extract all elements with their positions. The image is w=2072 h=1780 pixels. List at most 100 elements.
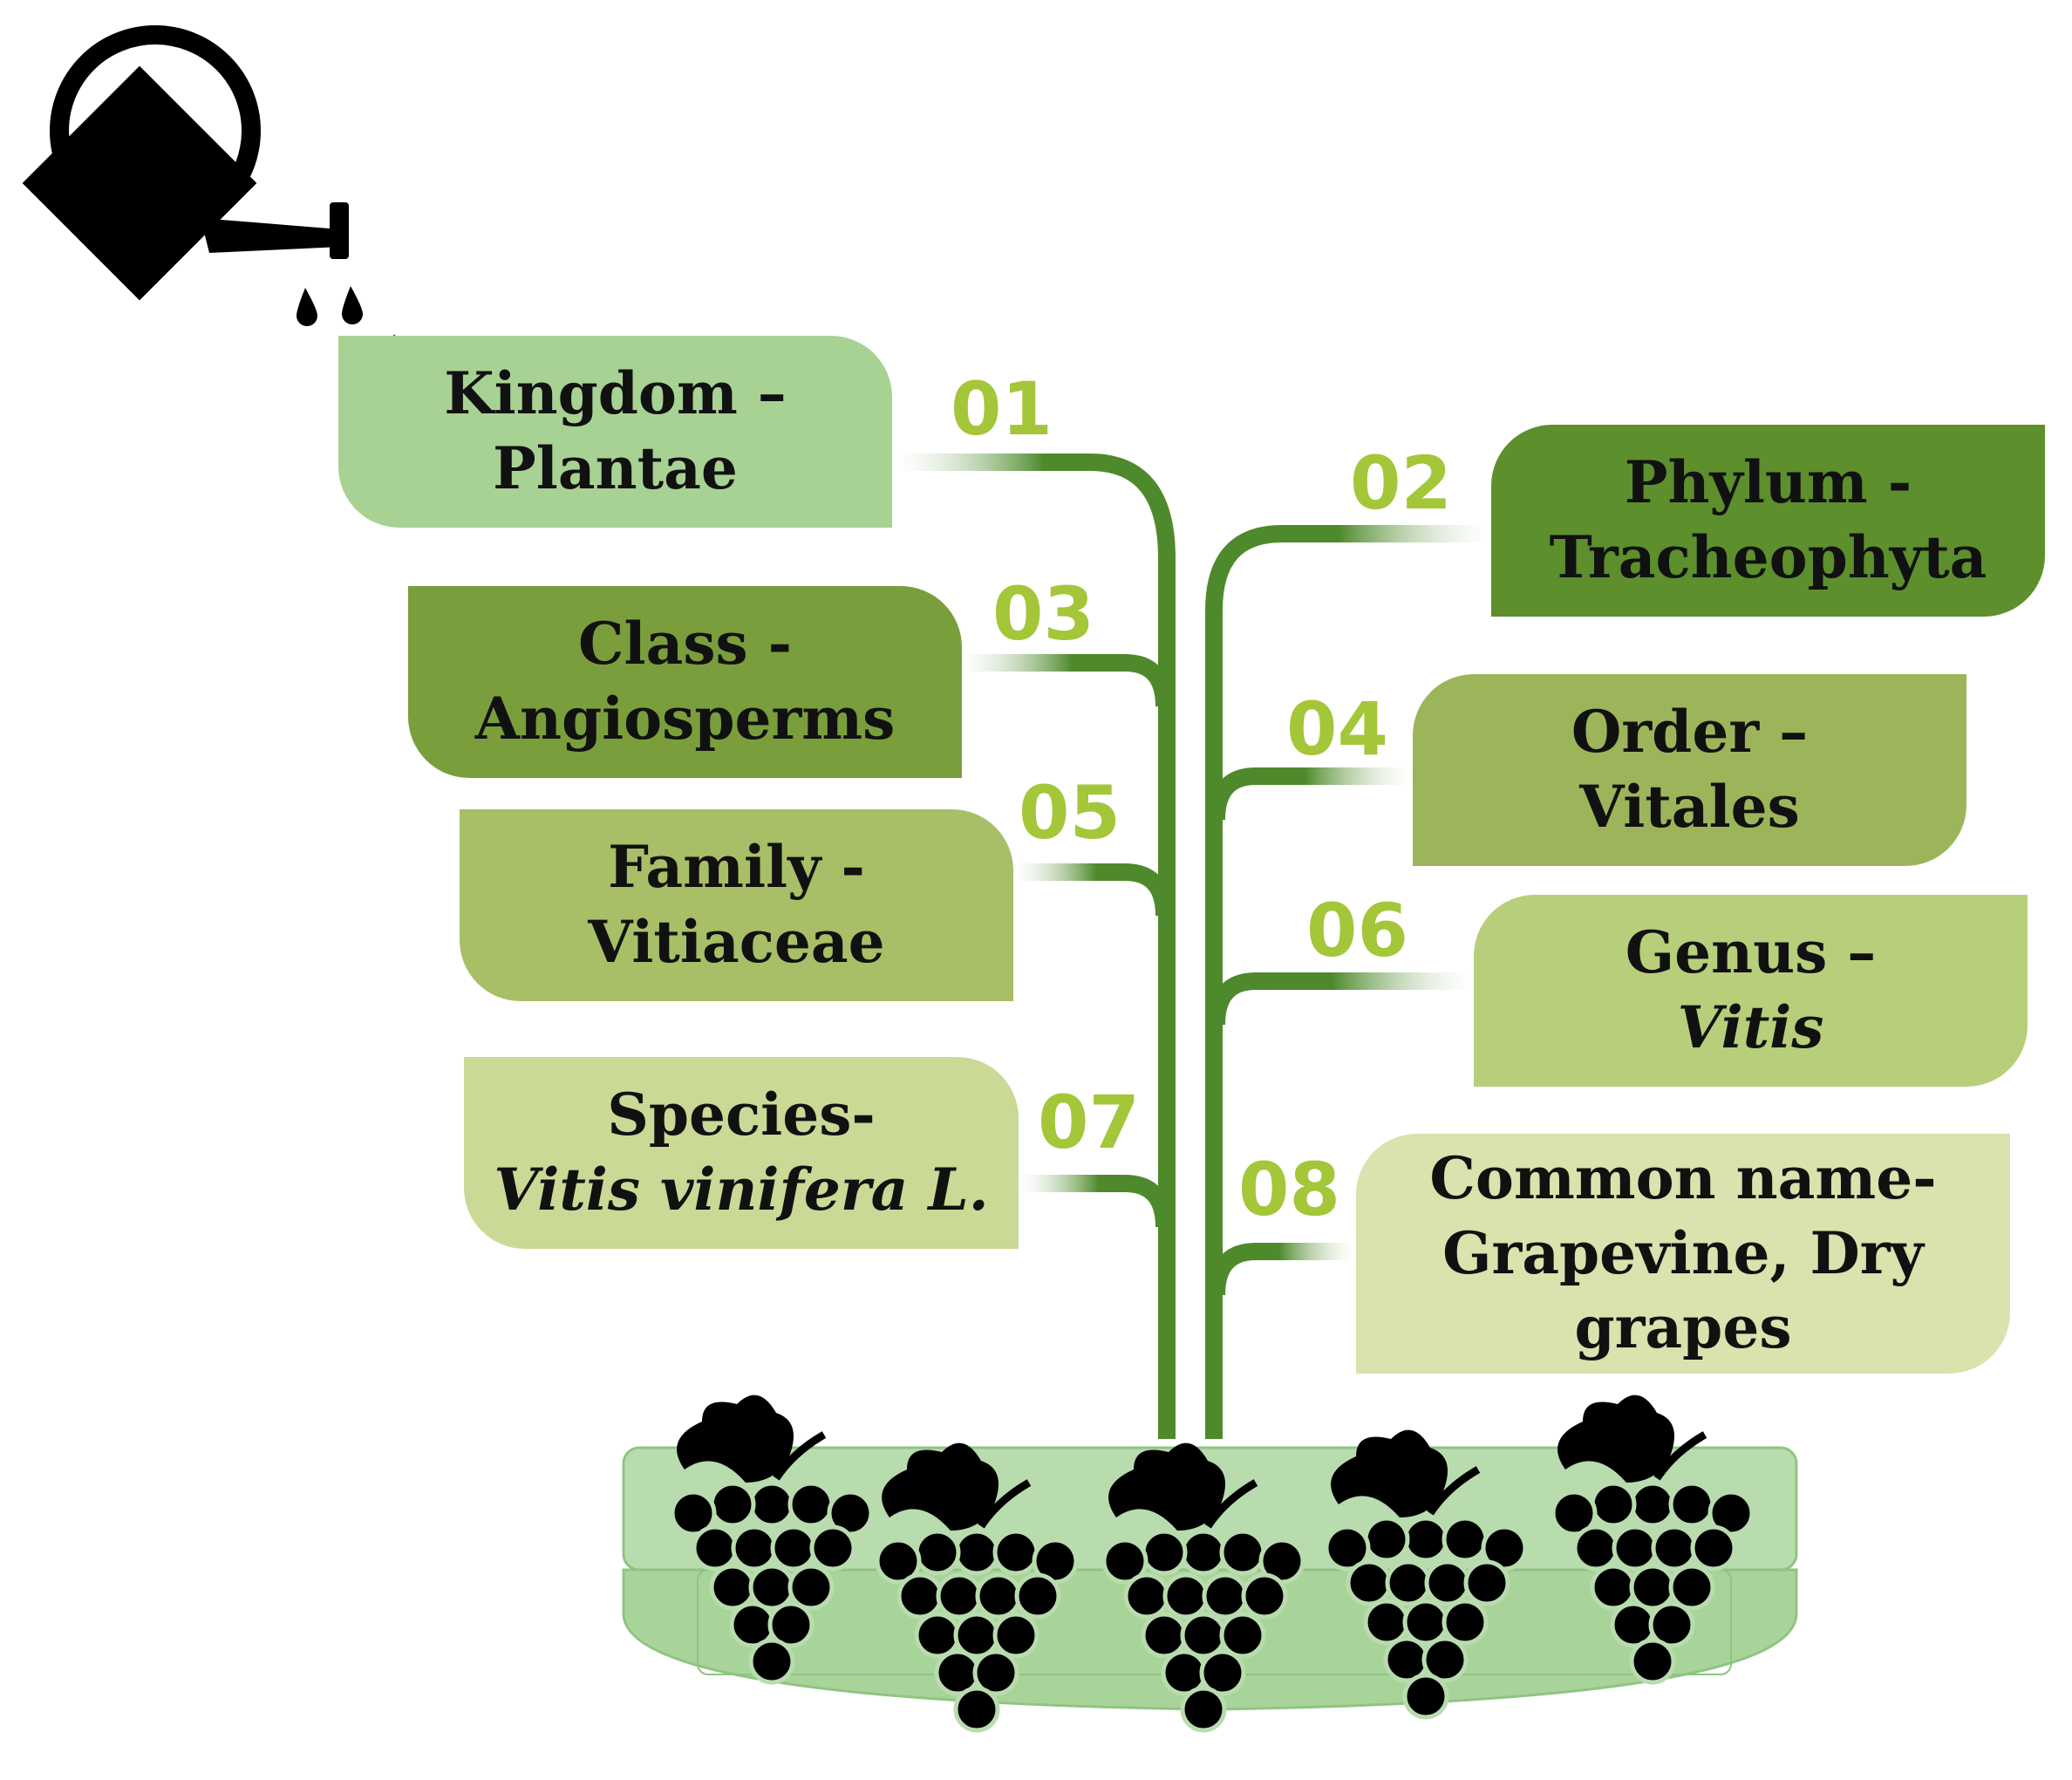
step-number-05: 05 [1019, 770, 1121, 856]
grape-berry-icon [1241, 1572, 1288, 1620]
grape-berry-icon [896, 1572, 944, 1620]
grape-berry-icon [1424, 1559, 1471, 1606]
grape-berry-icon [992, 1529, 1039, 1576]
grape-berry-icon [1101, 1538, 1148, 1585]
grape-berry-icon [1402, 1673, 1449, 1720]
box-kingdom-line1: Kingdom – [444, 359, 787, 428]
box-phylum: Phylum - Tracheophyta [1491, 425, 2045, 617]
grape-berry-icon [953, 1612, 1000, 1659]
box-species-line2: Vitis vinifera L. [494, 1156, 989, 1224]
grape-berry-icon [953, 1529, 1000, 1576]
grape-leaf-icon [677, 1395, 794, 1483]
grape-berry-icon [1648, 1601, 1695, 1648]
grape-berry-icon [1668, 1481, 1715, 1528]
grapes-icon [1101, 1442, 1305, 1733]
box-kingdom: Kingdom – Plantae [338, 336, 892, 528]
grape-berry-icon [914, 1612, 961, 1659]
box-genus: Genus – Vitis [1474, 895, 2028, 1087]
grape-berry-icon [1442, 1516, 1489, 1563]
grape-berry-icon [1162, 1572, 1210, 1620]
grape-berry-icon [875, 1538, 922, 1585]
box-common-name-line2: Grapevine, Dry [1442, 1218, 1924, 1287]
grape-berry-icon [975, 1572, 1022, 1620]
grape-berry-icon [1551, 1490, 1598, 1537]
grape-berry-icon [1629, 1564, 1676, 1611]
grape-berry-icon [914, 1529, 961, 1576]
step-number-01: 01 [951, 366, 1053, 452]
grape-berry-icon [1219, 1612, 1266, 1659]
box-class-line1: Class - [577, 610, 793, 679]
grape-berry-icon [709, 1481, 756, 1528]
grape-stem-icon [978, 1479, 1032, 1529]
grape-berry-icon [1141, 1612, 1188, 1659]
grape-stem-icon [1204, 1479, 1258, 1529]
grape-berry-icon [1180, 1612, 1227, 1659]
box-common-name-line3: grapes [1574, 1293, 1792, 1362]
box-order-line1: Order – [1571, 698, 1809, 767]
grape-berry-icon [748, 1638, 795, 1685]
grape-berry-icon [1402, 1599, 1449, 1646]
grape-berry-icon [1629, 1481, 1676, 1528]
box-order: Order – Vitales [1413, 674, 1966, 866]
grape-leaf-icon [1331, 1429, 1448, 1517]
step-number-03: 03 [992, 571, 1094, 657]
grapes-icon [1324, 1429, 1528, 1720]
step-number-08: 08 [1238, 1147, 1340, 1232]
stems [894, 454, 1491, 1439]
grape-berry-icon [1668, 1564, 1715, 1611]
grape-berry-icon [1346, 1559, 1393, 1606]
box-phylum-line2: Tracheophyta [1549, 523, 1987, 591]
grapes-row [670, 1395, 1755, 1733]
grape-berry-icon [787, 1564, 835, 1611]
step-number-07: 07 [1038, 1080, 1140, 1165]
grape-stem-icon [1653, 1431, 1707, 1481]
grapes-icon [875, 1442, 1079, 1733]
grape-berry-icon [1202, 1572, 1249, 1620]
grape-berry-icon [1219, 1529, 1266, 1576]
grape-berry-icon [770, 1524, 817, 1572]
box-common-name-line1: Common name- [1429, 1143, 1937, 1212]
grape-berry-icon [1180, 1529, 1227, 1576]
grape-berry-icon [1463, 1559, 1510, 1606]
box-class-line2: Angiosperms [474, 685, 896, 753]
grape-stem-icon [1427, 1466, 1481, 1516]
grape-berry-icon [1180, 1686, 1227, 1733]
grape-berry-icon [767, 1601, 814, 1648]
grape-berry-icon [692, 1524, 739, 1572]
box-genus-line1: Genus – [1625, 918, 1877, 987]
box-species-line1: Species- [607, 1081, 876, 1149]
grape-berry-icon [748, 1564, 795, 1611]
grape-berry-icon [1590, 1564, 1637, 1611]
grape-berry-icon [1612, 1524, 1659, 1572]
grape-stem-icon [773, 1431, 827, 1481]
grape-berry-icon [972, 1649, 1019, 1696]
water-drop-icon [296, 288, 317, 326]
box-kingdom-line2: Plantae [493, 434, 738, 502]
grape-berry-icon [1690, 1524, 1737, 1572]
grape-berry-icon [1199, 1649, 1246, 1696]
step-number-04: 04 [1286, 686, 1388, 772]
grape-berry-icon [1651, 1524, 1698, 1572]
grapes-icon [670, 1395, 874, 1685]
grape-berry-icon [731, 1524, 778, 1572]
box-order-line2: Vitales [1579, 773, 1800, 841]
grape-berry-icon [1590, 1481, 1637, 1528]
grape-berry-icon [1141, 1529, 1188, 1576]
watering-can-icon [22, 25, 406, 372]
box-class: Class - Angiosperms [408, 586, 962, 778]
box-phylum-line1: Phylum - [1624, 448, 1912, 517]
grape-berry-icon [709, 1564, 756, 1611]
box-family: Family - Vitiaceae [460, 809, 1013, 1001]
grape-berry-icon [787, 1481, 835, 1528]
box-family-line2: Vitiaceae [588, 908, 885, 976]
grape-berry-icon [1572, 1524, 1619, 1572]
step-number-06: 06 [1306, 888, 1408, 973]
grape-berry-icon [1402, 1516, 1449, 1563]
box-family-line1: Family - [608, 833, 865, 902]
box-common-name: Common name- Grapevine, Dry grapes [1356, 1134, 2010, 1374]
grape-berry-icon [936, 1572, 983, 1620]
grape-berry-icon [748, 1481, 795, 1528]
step-number-02: 02 [1350, 440, 1452, 526]
